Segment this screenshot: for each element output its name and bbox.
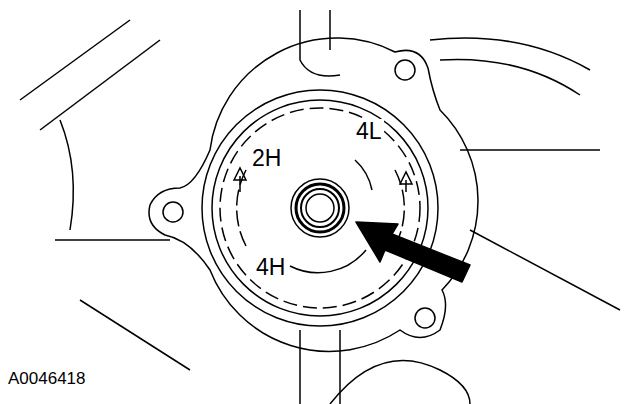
dashed-arc xyxy=(237,170,246,246)
cover-outline xyxy=(212,100,428,316)
housing-edge xyxy=(470,230,620,310)
pointer-arrow xyxy=(356,222,470,282)
shaft-seal xyxy=(296,184,344,232)
figure-number: A0046418 xyxy=(6,369,88,388)
direction-arrow xyxy=(400,172,412,184)
position-label: 2H xyxy=(250,146,283,171)
housing-edge xyxy=(330,360,470,404)
direction-arrow xyxy=(234,168,246,180)
housing-edge xyxy=(80,300,190,370)
dashed-arc xyxy=(395,170,404,246)
housing-edge xyxy=(329,10,331,50)
housing-edge xyxy=(60,120,73,230)
cover-outline xyxy=(202,90,438,326)
bolt-hole xyxy=(415,308,435,328)
shaft-seal xyxy=(301,189,339,227)
position-label: 4H xyxy=(254,255,287,280)
direction-arrow xyxy=(405,180,407,192)
detent-arc xyxy=(290,250,366,273)
shaft xyxy=(306,194,334,222)
position-label: 4L xyxy=(354,119,384,144)
housing-edge xyxy=(20,20,130,100)
mounting-flange xyxy=(149,38,478,351)
housing-edge xyxy=(299,330,301,404)
bolt-hole xyxy=(163,202,183,222)
housing-edge xyxy=(300,10,340,76)
housing-edge xyxy=(40,40,160,130)
bolt-hole xyxy=(395,60,415,80)
detent-arc xyxy=(355,160,372,190)
direction-arrow xyxy=(239,176,241,192)
shaft-boss xyxy=(291,179,349,237)
housing-edge xyxy=(440,59,580,95)
dashed-outline xyxy=(220,108,420,308)
housing-edge xyxy=(55,239,170,241)
housing-edge xyxy=(460,149,600,151)
